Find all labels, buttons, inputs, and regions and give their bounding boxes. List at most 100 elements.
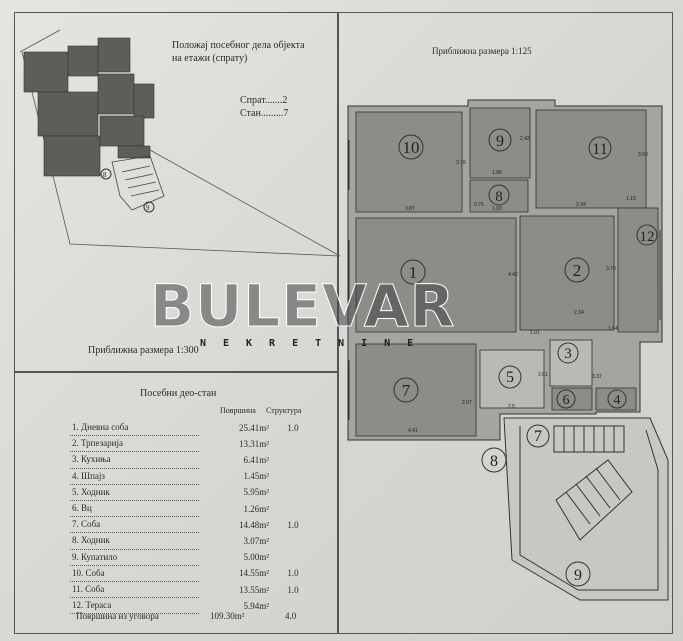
dimension-label: 1.15 bbox=[626, 196, 636, 202]
cell-structure: 1.0 bbox=[287, 568, 299, 579]
room-number: 7 bbox=[402, 381, 411, 400]
col-area-header: Површина bbox=[220, 406, 256, 415]
cell-area: 14.55m² bbox=[239, 568, 269, 579]
dimension-label: 1.64 bbox=[608, 326, 618, 332]
cell-area: 6.41m² bbox=[243, 454, 269, 465]
table-row: 3. Кухиња 6.41m² bbox=[70, 451, 315, 469]
table-row: 5. Ходник 5.95m² bbox=[70, 484, 315, 502]
room-number-circles bbox=[393, 128, 658, 587]
cell-structure: 1.0 bbox=[287, 519, 299, 530]
area-table: 1. Дневна соба 25.41m² 1.0 2. Трпезарија 13.… bbox=[70, 420, 315, 615]
total-structure: 4.0 bbox=[285, 611, 297, 621]
table-row: 1. Дневна соба 25.41m² 1.0 bbox=[70, 420, 315, 437]
dimension-label: 2.34 bbox=[576, 202, 586, 208]
location-scale: Приближна размера 1:300 bbox=[88, 345, 199, 356]
table-row: 2. Трпезарија 13.31m² bbox=[70, 435, 315, 453]
room-number: 11 bbox=[592, 141, 607, 158]
room-number: 3 bbox=[564, 346, 572, 362]
cell-name: 3. Кухиња bbox=[70, 451, 199, 469]
cell-name: 6. Вц bbox=[70, 500, 199, 518]
room-number: 8 bbox=[495, 189, 503, 205]
cell-name: 8. Ходник bbox=[70, 532, 199, 550]
cell-area: 1.45m² bbox=[243, 471, 269, 482]
cell-name: 5. Ходник bbox=[70, 484, 199, 502]
cell-area: 5.94m² bbox=[243, 600, 269, 611]
watermark-logo: BULEVAR bbox=[149, 272, 456, 341]
dimension-labels: 3.87 3.76 1.86 2.42 3.59 0.76 1.93 2.34 … bbox=[405, 136, 648, 434]
plan-panel-frame bbox=[337, 12, 673, 634]
area-table-frame bbox=[14, 372, 339, 634]
cell-name: 1. Дневна соба bbox=[70, 420, 199, 437]
room-numbers: 10 9 11 8 12 1 2 3 5 7 6 4 7 8 9 bbox=[402, 133, 655, 584]
room-number: 12 bbox=[640, 229, 655, 245]
dimension-label: 4.41 bbox=[408, 428, 418, 434]
dimension-label: 3.76 bbox=[456, 160, 466, 166]
table-row: 9. Купатило 5.00m² bbox=[70, 549, 315, 566]
dimension-label: 3.87 bbox=[405, 206, 415, 212]
dimension-label: 1.01 bbox=[530, 330, 540, 336]
room-number: 5 bbox=[506, 369, 514, 386]
cell-name: 4. Шпајз bbox=[70, 468, 199, 485]
total-label: Површина из уговора bbox=[76, 611, 159, 621]
room-number: 9 bbox=[574, 567, 582, 584]
room-number: 6 bbox=[563, 393, 570, 408]
room-number: 4 bbox=[614, 393, 621, 408]
location-panel-frame bbox=[14, 12, 339, 372]
cell-area: 13.31m² bbox=[239, 438, 269, 449]
cell-area: 13.55m² bbox=[239, 584, 269, 595]
dimension-label: 3.70 bbox=[606, 266, 616, 272]
dimension-label: 2.42 bbox=[520, 136, 530, 142]
cell-area: 5.00m² bbox=[243, 552, 269, 563]
room-number: 2 bbox=[573, 261, 582, 280]
cell-area: 3.07m² bbox=[243, 535, 269, 546]
plan-scale: Приближна размера 1:125 bbox=[432, 46, 532, 56]
room-number: 10 bbox=[403, 138, 420, 157]
cell-name: 12. Тераса bbox=[70, 597, 199, 615]
room-number: 9 bbox=[496, 133, 504, 150]
dimension-label: 3.37 bbox=[592, 374, 602, 380]
table-row: 4. Шпајз 1.45m² bbox=[70, 468, 315, 485]
cell-structure: 1.0 bbox=[287, 584, 299, 595]
dimension-label: 2.5 bbox=[508, 404, 515, 410]
table-row: 10. Соба 14.55m² 1.0 bbox=[70, 565, 315, 583]
cell-name: 2. Трпезарија bbox=[70, 435, 199, 453]
cell-area: 14.48m² bbox=[239, 519, 269, 530]
dimension-label: 1.93 bbox=[492, 206, 502, 212]
site-label: 9 bbox=[146, 204, 150, 212]
cell-area: 1.26m² bbox=[243, 503, 269, 514]
location-title-line2: на етажи (спрату) bbox=[172, 53, 248, 64]
table-row: 6. Вц 1.26m² bbox=[70, 500, 315, 518]
floor-label: Спрат.......2 bbox=[240, 95, 288, 106]
cell-structure: 1.0 bbox=[287, 422, 299, 433]
dimension-label: 2.34 bbox=[574, 310, 584, 316]
site-stair bbox=[111, 155, 165, 211]
room-number: 1 bbox=[409, 263, 418, 282]
dimension-label: 2.07 bbox=[462, 400, 472, 406]
table-row: 7. Соба 14.48m² 1.0 bbox=[70, 516, 315, 534]
location-title-line1: Положај посебног дела објекта bbox=[172, 40, 305, 51]
cell-name: 9. Купатило bbox=[70, 549, 199, 566]
dimension-label: 1.86 bbox=[492, 170, 502, 176]
cell-name: 10. Соба bbox=[70, 565, 199, 583]
floor-plan bbox=[347, 99, 669, 601]
dimension-label: 0.76 bbox=[474, 202, 484, 208]
table-row: 8. Ходник 3.07m² bbox=[70, 532, 315, 550]
room-number: 7 bbox=[534, 428, 542, 445]
cell-area: 5.95m² bbox=[243, 487, 269, 498]
total-area: 109.30m² bbox=[210, 611, 245, 621]
site-labels: 8 9 bbox=[100, 168, 155, 213]
dimension-label: 2.61 bbox=[538, 372, 548, 378]
site-label: 8 bbox=[103, 171, 107, 179]
col-structure-header: Структура bbox=[266, 406, 302, 415]
cell-name: 7. Соба bbox=[70, 516, 199, 534]
building-footprint bbox=[23, 37, 155, 177]
room-number: 8 bbox=[490, 453, 498, 470]
area-table-title: Посебни део-стан bbox=[140, 388, 217, 399]
table-row: 12. Тераса 5.94m² bbox=[70, 597, 315, 615]
dimension-label: 4.42 bbox=[508, 272, 518, 278]
unit-label: Стан.........7 bbox=[240, 108, 289, 119]
cell-area: 25.41m² bbox=[239, 422, 269, 433]
